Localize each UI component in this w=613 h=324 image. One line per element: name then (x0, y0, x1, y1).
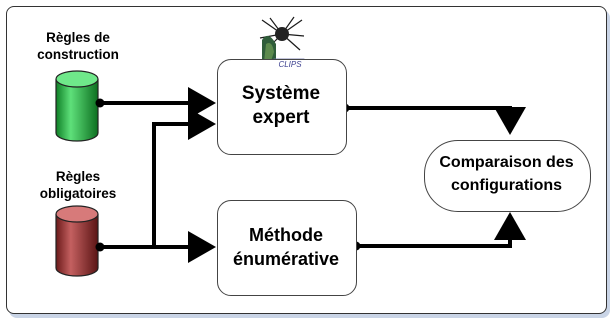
obligatoires-label: Règles obligatoires (22, 168, 134, 202)
obligatoires-label-line1: Règles (55, 169, 101, 184)
comparison-line1: Comparaison des (439, 154, 574, 171)
expert-system-box (217, 59, 347, 155)
construction-label: Règles de construction (22, 29, 134, 63)
red-database-cylinder (55, 205, 99, 277)
arrow-enum-to-comparaison (356, 212, 526, 248)
enum-line1: Méthode (249, 225, 323, 245)
arrow-expert-to-comparaison (346, 106, 526, 135)
obligatoires-label-line2: obligatoires (39, 186, 117, 201)
construction-label-line2: construction (37, 47, 119, 62)
expert-line1: Système (241, 83, 321, 104)
comparison-box (424, 140, 591, 212)
construction-label-line1: Règles de (46, 30, 110, 45)
connectors (98, 87, 526, 263)
enum-line2: énumérative (232, 249, 340, 269)
arrow-obligatoires-to-expert (152, 108, 216, 247)
enumerative-method-box (217, 200, 357, 296)
comparison-line2: configurations (450, 177, 563, 194)
expert-line2: expert (252, 107, 310, 128)
expert-system-label: Système expert (217, 82, 345, 130)
enumerative-method-label: Méthode énumérative (217, 223, 355, 271)
clips-logo-text: CLIPS (278, 60, 302, 69)
comparison-label: Comparaison des configurations (424, 151, 589, 197)
green-database-cylinder (55, 70, 99, 142)
